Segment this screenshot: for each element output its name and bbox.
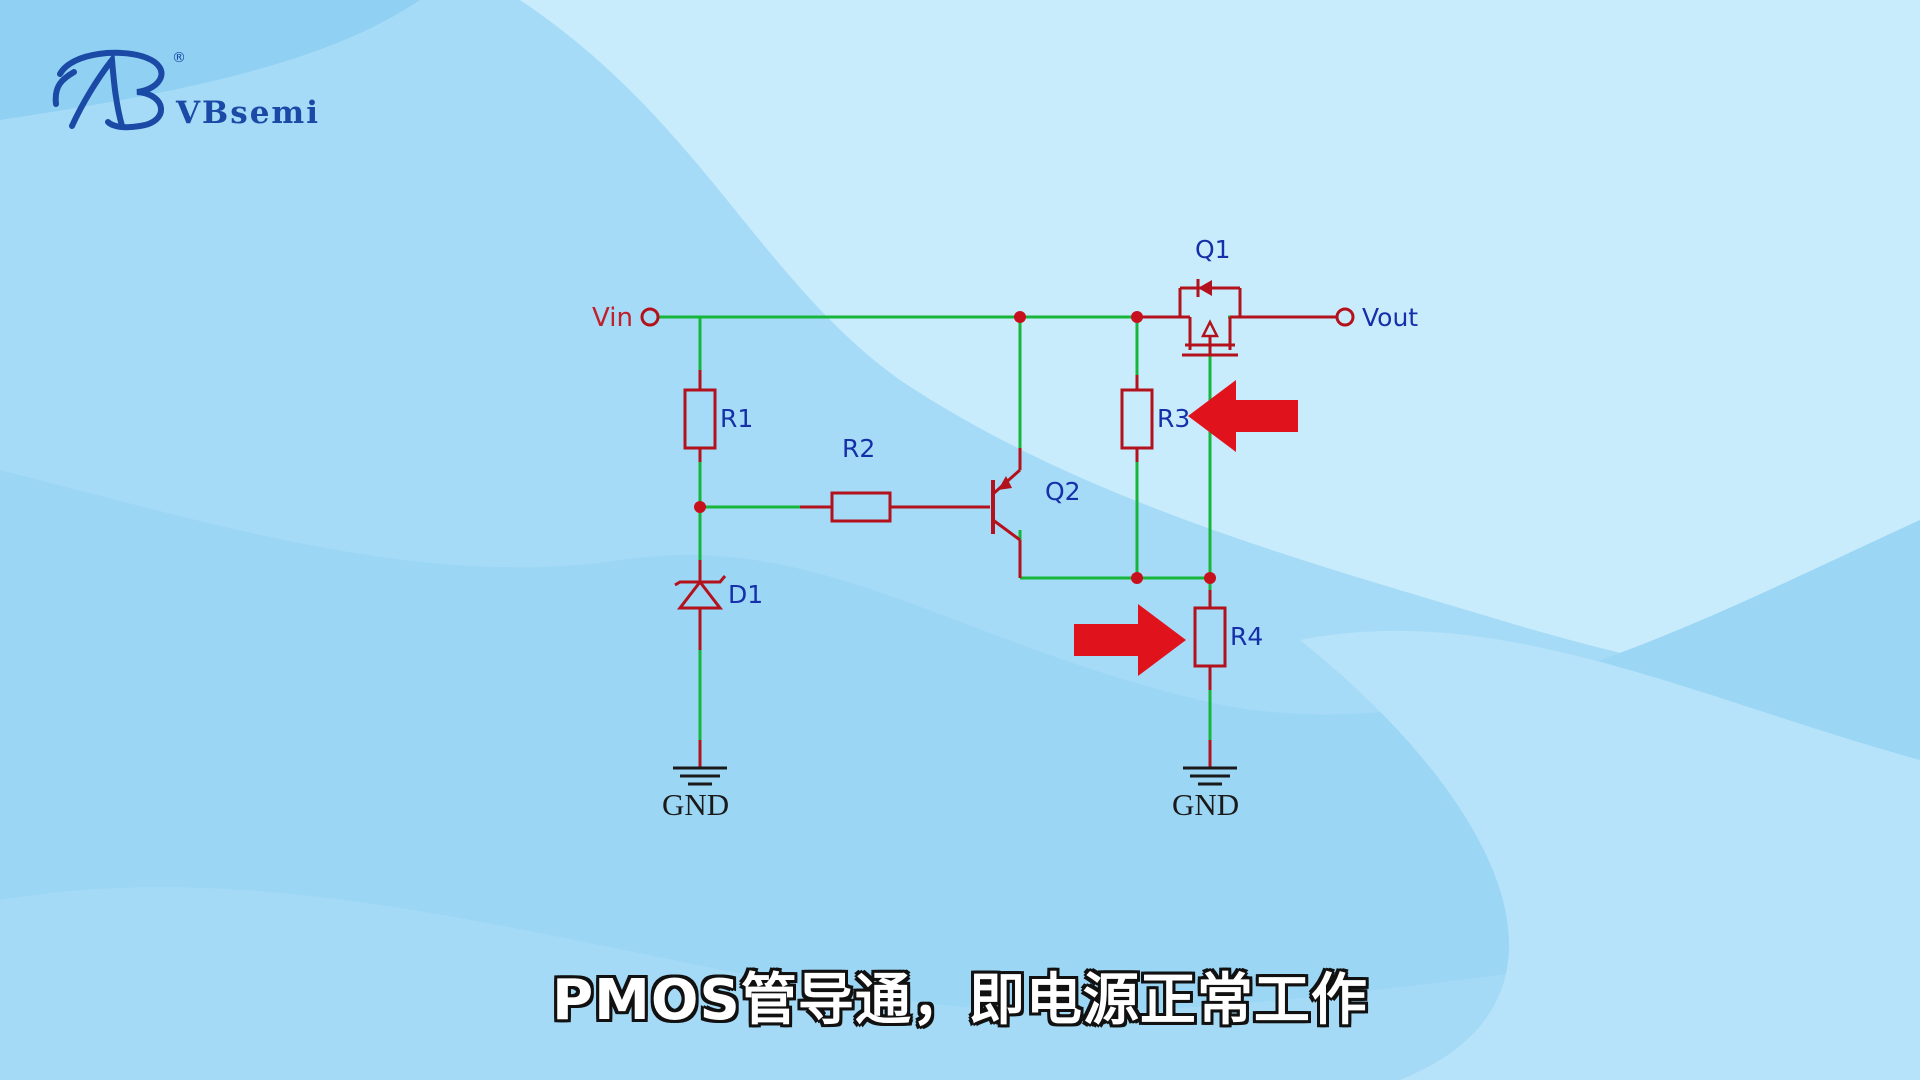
vout-label: Vout [1362, 303, 1418, 332]
brand-name: VBsemi [175, 95, 320, 131]
resistor-r3: R3 [1120, 375, 1190, 462]
vbsemi-logo: ® VBsemi [52, 49, 320, 131]
vin-label: Vin [592, 303, 633, 333]
pnp-transistor-q2: Q2 [920, 448, 1081, 578]
r3-label: R3 [1157, 404, 1190, 433]
resistor-r4: R4 [1193, 590, 1263, 690]
zener-diode-d1: D1 [674, 560, 763, 650]
gnd-label-left: GND [662, 787, 729, 822]
registered-mark: ® [172, 50, 186, 66]
r2-label: R2 [842, 434, 875, 463]
vin-terminal: Vin [592, 303, 660, 333]
resistor-r1: R1 [683, 370, 753, 462]
gnd-label-right: GND [1172, 787, 1239, 822]
r1-label: R1 [720, 404, 753, 433]
q2-label: Q2 [1045, 477, 1081, 506]
d1-label: D1 [728, 580, 763, 609]
caption-subtitle: PMOS管导通，即电源正常工作 [552, 968, 1368, 1033]
ground-right: GND [1172, 740, 1239, 822]
pmos-q1: Q1 [1137, 235, 1268, 357]
wires [658, 315, 1268, 740]
q1-label: Q1 [1195, 235, 1231, 264]
arrow-pointing-r4 [1074, 604, 1186, 676]
r4-label: R4 [1230, 622, 1263, 651]
resistor-r2: R2 [800, 434, 920, 523]
vout-terminal: Vout [1268, 303, 1418, 332]
vbsemi-logo-icon [52, 49, 165, 131]
ground-left: GND [662, 740, 729, 822]
junction-dots [694, 311, 1216, 584]
arrow-pointing-r3 [1188, 380, 1298, 452]
